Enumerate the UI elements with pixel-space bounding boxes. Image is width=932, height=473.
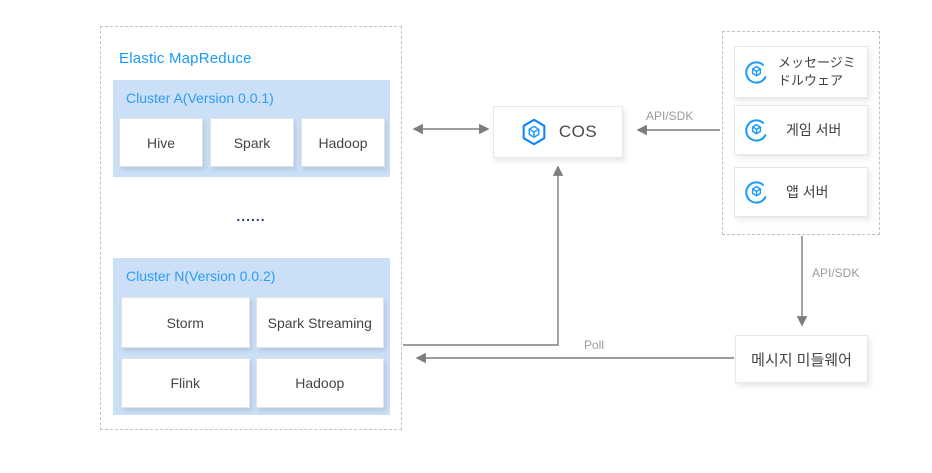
cos-label: COS [558, 122, 598, 141]
cluster-a-title: Cluster A(Version 0.0.1) [126, 90, 274, 106]
client-label: メッセージミドルウェア [778, 55, 856, 88]
component-hadoop-2: Hadoop [255, 358, 384, 408]
component-hive: Hive [119, 118, 203, 167]
client-game-server: 게임 서버 [734, 105, 868, 155]
api-sdk-cos-label: API/SDK [646, 109, 694, 123]
cluster-ellipsis: ...... [236, 208, 266, 224]
middleware-label: 메시지 미들웨어 [751, 351, 852, 369]
component-spark: Spark [210, 118, 294, 167]
client-label: 앱 서버 [786, 183, 829, 200]
cluster-a-panel: Cluster A(Version 0.0.1) Hive Spark Hado… [113, 80, 390, 177]
message-queue-icon [745, 180, 767, 204]
client-message-middleware: メッセージミドルウェア [734, 46, 868, 98]
client-label: 게임 서버 [786, 121, 842, 138]
component-flink: Flink [121, 358, 250, 408]
cluster-n-title: Cluster N(Version 0.0.2) [126, 268, 276, 284]
api-sdk-mq-label: API/SDK [812, 266, 860, 280]
message-queue-icon [745, 118, 767, 142]
edge-emr-to-cos-upload [403, 165, 564, 346]
client-app-server: 앱 서버 [734, 167, 868, 217]
message-queue-icon [745, 60, 767, 84]
component-storm: Storm [121, 297, 250, 348]
emr-title: Elastic MapReduce [119, 50, 252, 67]
component-spark-streaming: Spark Streaming [255, 297, 384, 348]
cos-hexagon-icon [522, 118, 546, 146]
cluster-n-panel: Cluster N(Version 0.0.2) Storm Spark Str… [113, 258, 390, 415]
cos-node: COS [493, 106, 623, 158]
poll-label: Poll [584, 338, 605, 352]
component-hadoop: Hadoop [301, 118, 385, 167]
middleware-node: 메시지 미들웨어 [735, 335, 868, 383]
